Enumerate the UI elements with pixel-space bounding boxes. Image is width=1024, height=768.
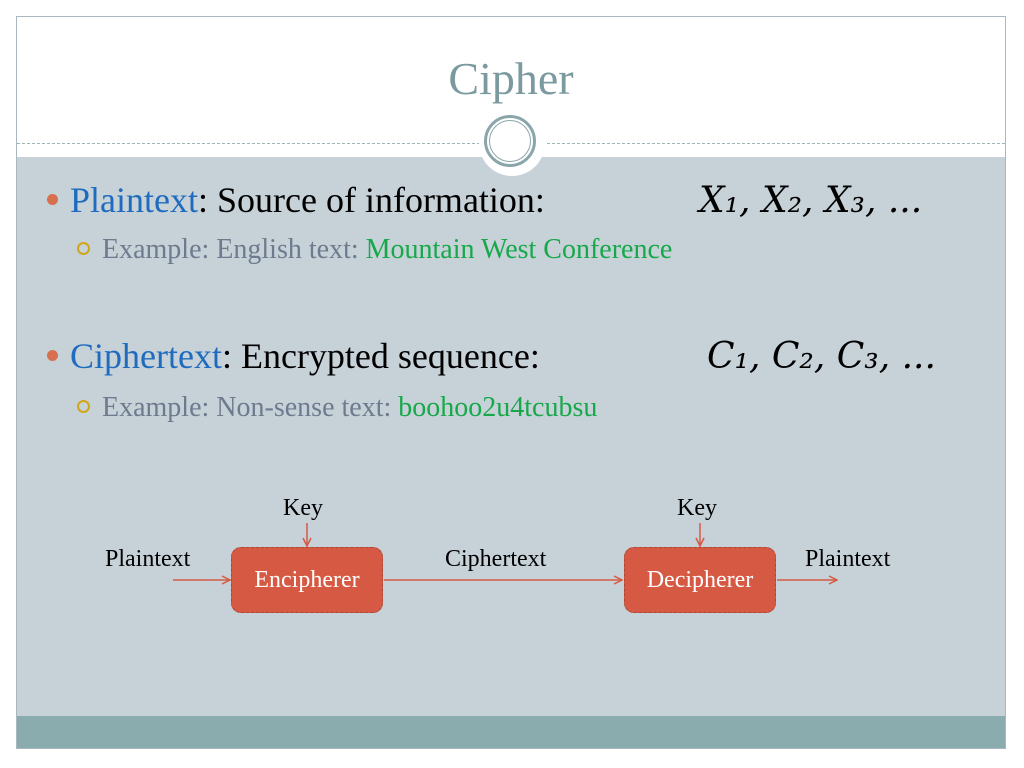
- plaintext-math-sequence: X₁, X₂, X₃, ...: [699, 180, 923, 221]
- diagram-ciphertext-label: Ciphertext: [445, 546, 547, 572]
- diagram-input-label: Plaintext: [105, 546, 191, 572]
- slide-footer-bar: [17, 716, 1005, 748]
- encipherer-box: Encipherer: [231, 547, 383, 613]
- slide-title: Cipher: [448, 53, 574, 104]
- bullet-plaintext: Plaintext: Source of information:: [47, 179, 545, 222]
- decipherer-box: Decipherer: [624, 547, 776, 613]
- bullet-keyword: Ciphertext: [70, 336, 222, 376]
- sub-bullet-ring-icon: [77, 242, 90, 256]
- sub-bullet-ring-icon: [77, 400, 90, 414]
- diagram-key-label-2: Key: [677, 495, 717, 521]
- bullet-keyword: Plaintext: [70, 180, 198, 220]
- bullet-ciphertext: Ciphertext: Encrypted sequence:: [47, 335, 540, 378]
- sub-bullet-ciphertext-example: Example: Non-sense text: boohoo2u4tcubsu: [77, 391, 597, 425]
- bullet-dot-icon: [47, 194, 58, 206]
- diagram-key-label-1: Key: [283, 495, 323, 521]
- bullet-dot-icon: [47, 350, 58, 362]
- diagram-output-label: Plaintext: [805, 546, 891, 572]
- example-value: Mountain West Conference: [365, 234, 673, 265]
- cipher-flow-diagram: [173, 523, 1006, 749]
- slide: Cipher Plaintext: Source of information:…: [16, 16, 1006, 749]
- sub-bullet-plaintext-example: Example: English text: Mountain West Con…: [77, 233, 672, 267]
- ciphertext-math-sequence: C₁, C₂, C₃, ...: [707, 336, 936, 377]
- bullet-text: : Source of information:: [198, 180, 545, 220]
- example-label: Example: Non-sense text:: [102, 392, 399, 423]
- bullet-text: : Encrypted sequence:: [221, 336, 540, 376]
- example-value: boohoo2u4tcubsu: [398, 392, 598, 423]
- example-label: Example: English text:: [102, 234, 366, 265]
- title-ring-inner-icon: [489, 120, 531, 162]
